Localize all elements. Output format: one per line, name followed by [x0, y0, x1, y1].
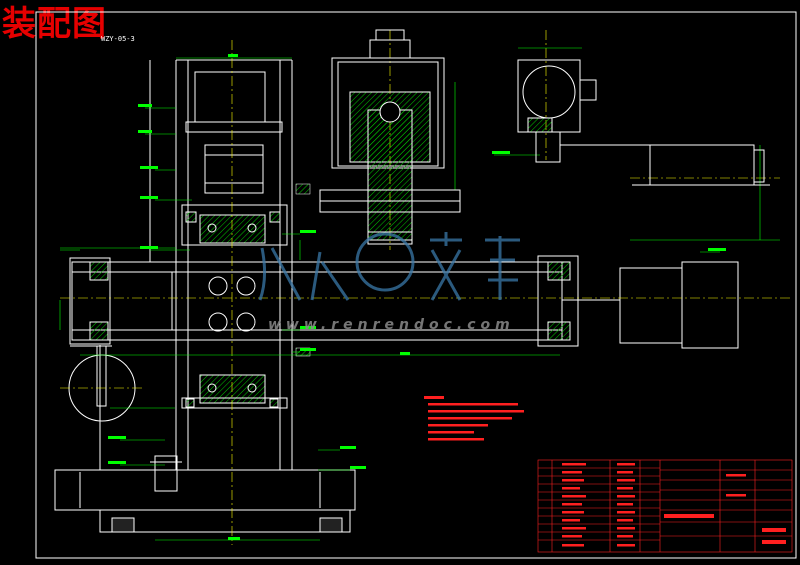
side-motor — [649, 144, 755, 186]
watermark-text: www.renrendoc.com — [268, 317, 515, 333]
coupling — [204, 144, 264, 194]
upper-bearing — [199, 214, 266, 244]
section-view — [319, 29, 461, 245]
dimension-labels — [108, 54, 726, 540]
title-block-entries — [562, 463, 786, 547]
base-frame — [54, 469, 356, 511]
motor-body — [194, 71, 266, 123]
end-motor — [619, 267, 683, 344]
drawing-border — [35, 11, 797, 559]
technical-notes — [424, 396, 524, 441]
base-plinth — [99, 509, 351, 533]
base-bolt — [154, 455, 178, 492]
title-block — [537, 459, 793, 553]
watermark-logo — [258, 232, 520, 301]
lower-bearing — [199, 374, 266, 404]
drawing-number: WZY-05-3 — [101, 35, 135, 43]
drawing-title: 装配图 — [2, 4, 107, 44]
side-view — [517, 59, 770, 186]
